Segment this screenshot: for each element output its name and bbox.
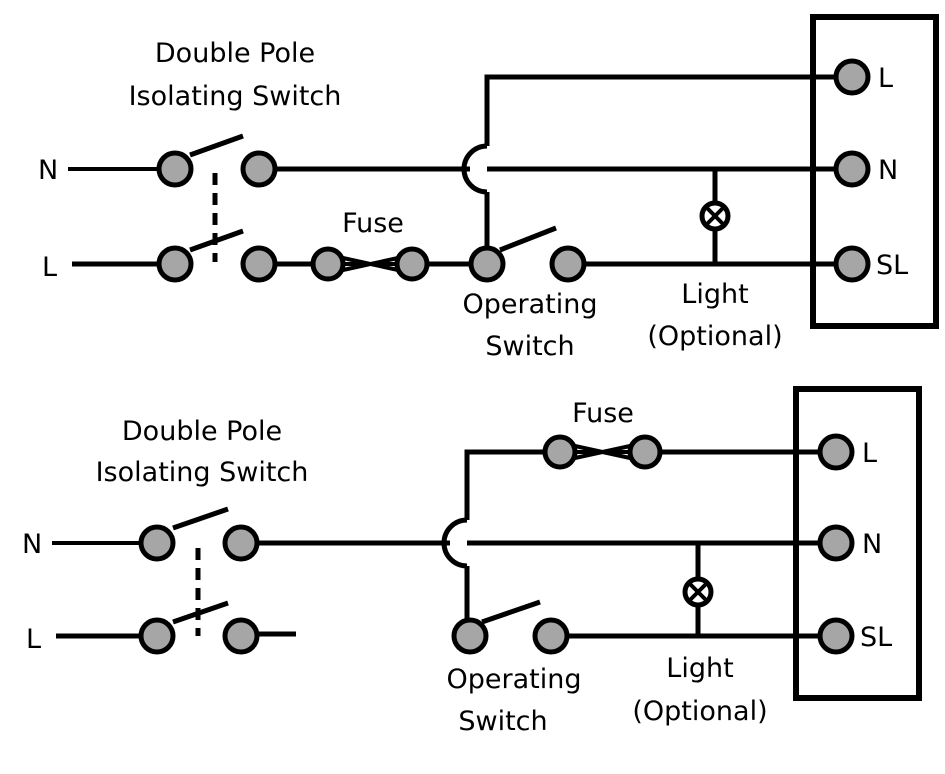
l-terminal-wire bbox=[484, 74, 836, 247]
operating-terminal bbox=[451, 617, 489, 655]
terminal-n-label: N bbox=[878, 155, 898, 186]
light-label-2: (Optional) bbox=[647, 321, 782, 352]
isolator-terminal bbox=[222, 524, 260, 562]
operating-switch-blade bbox=[481, 599, 541, 625]
fuse bbox=[310, 246, 430, 282]
terminal-l-label: L bbox=[862, 438, 877, 469]
operating-terminal bbox=[468, 245, 506, 283]
light-lamp bbox=[682, 576, 714, 608]
wire-crossover bbox=[461, 143, 488, 195]
fuse-label: Fuse bbox=[342, 208, 404, 239]
terminal-sl bbox=[833, 245, 871, 283]
operating-label-2: Switch bbox=[485, 331, 574, 362]
fuse bbox=[542, 434, 663, 470]
light-lamp bbox=[699, 200, 731, 232]
l-feed-wire bbox=[464, 449, 547, 619]
terminal-sl-label: SL bbox=[876, 250, 908, 281]
isolator-blade-n bbox=[172, 506, 229, 531]
terminal-n-label: N bbox=[862, 529, 882, 560]
isolator-label-1: Double Pole bbox=[122, 416, 282, 447]
operating-label-1: Operating bbox=[447, 664, 582, 695]
input-n-label: N bbox=[38, 155, 58, 186]
operating-terminal bbox=[549, 245, 587, 283]
light-label-2: (Optional) bbox=[632, 696, 767, 727]
isolator-terminal bbox=[240, 245, 278, 283]
operating-label-2: Switch bbox=[458, 706, 547, 737]
isolator-terminal bbox=[222, 617, 260, 655]
operating-label-1: Operating bbox=[463, 289, 598, 320]
input-n-label: N bbox=[22, 529, 42, 560]
isolator-terminal bbox=[138, 617, 176, 655]
fuse-label: Fuse bbox=[572, 398, 634, 429]
terminal-n bbox=[833, 150, 871, 188]
wire-crossover bbox=[441, 517, 468, 569]
terminal-l bbox=[833, 58, 871, 96]
light-label-1: Light bbox=[666, 653, 733, 684]
operating-terminal bbox=[532, 617, 570, 655]
terminal-sl bbox=[817, 617, 855, 655]
isolator-label-2: Isolating Switch bbox=[96, 457, 309, 488]
diagram-1: Double Pole Isolating Switch Fuse Operat… bbox=[38, 14, 939, 362]
terminal-l bbox=[817, 433, 855, 471]
isolator-terminal bbox=[156, 150, 194, 188]
terminal-n bbox=[817, 524, 855, 562]
diagram-2: Double Pole Isolating Switch Fuse Operat… bbox=[22, 386, 922, 737]
isolator-blade-n bbox=[189, 133, 244, 158]
isolator-terminal bbox=[240, 150, 278, 188]
terminal-l-label: L bbox=[878, 63, 893, 94]
operating-switch-blade bbox=[499, 225, 557, 253]
terminal-sl-label: SL bbox=[860, 622, 892, 653]
input-l-label: L bbox=[42, 252, 57, 283]
input-l-label: L bbox=[26, 624, 41, 655]
isolator-label-2: Isolating Switch bbox=[129, 81, 342, 112]
isolator-terminal bbox=[138, 524, 176, 562]
light-label-1: Light bbox=[681, 279, 748, 310]
isolator-terminal bbox=[156, 245, 194, 283]
isolator-label-1: Double Pole bbox=[155, 38, 315, 69]
